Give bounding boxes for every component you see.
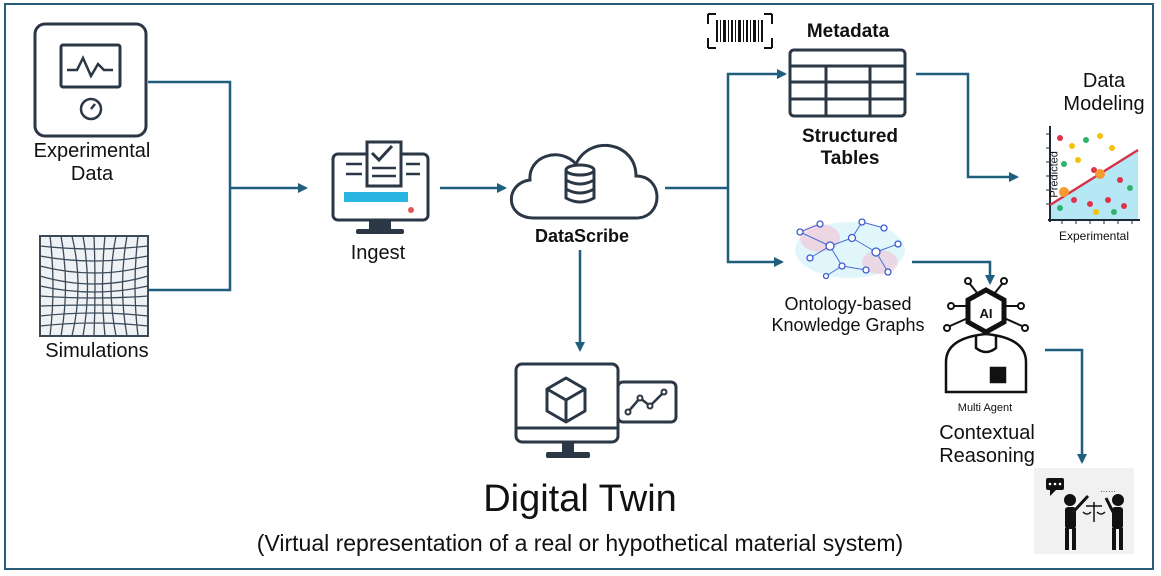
reasoning-figures-icon: …… [1034, 468, 1134, 554]
knowledge-graphs-label: Ontology-based Knowledge Graphs [771, 294, 925, 335]
arrow-to-ai-agent [912, 260, 995, 285]
digital-twin-monitor-icon [514, 362, 678, 458]
arrow-to-reasoning-figures [1045, 348, 1087, 464]
experimental-data-label: Experimental Data [20, 140, 164, 186]
data-modeling-label: Data Modeling [1063, 70, 1145, 115]
ingest-label: Ingest [350, 242, 406, 264]
datascribe-cloud-icon [509, 144, 659, 220]
arrow-to-knowledge-graph [726, 188, 784, 267]
plot-xlabel: Experimental [1058, 229, 1130, 243]
simulation-mesh-icon [39, 235, 149, 337]
ingest-monitor-icon [331, 140, 430, 234]
structured-tables-label: Structured Tables [801, 126, 899, 169]
simulations-label: Simulations [45, 340, 149, 362]
connectors [148, 69, 1087, 464]
metadata-label: Metadata [806, 21, 890, 42]
arrow-to-data-modeling [916, 72, 1019, 182]
arrow-to-metadata [665, 69, 787, 190]
merge-bracket [148, 80, 232, 292]
knowledge-graph-network [795, 218, 905, 280]
digital-twin-title: Digital Twin [483, 478, 677, 520]
experimental-data-text: Experimental Data [33, 140, 151, 185]
barcode-icon [707, 13, 773, 49]
ai-agent-icon: AI [943, 277, 1029, 394]
datascribe-label: DataScribe [534, 226, 630, 246]
multi-agent-label: Multi Agent [957, 402, 1013, 414]
digital-twin-subtitle: (Virtual representation of a real or hyp… [256, 530, 904, 556]
plot-ylabel: Predicted [1048, 151, 1061, 198]
contextual-reasoning-label: Contextual Reasoning [939, 422, 1035, 467]
diagram-frame [4, 3, 1154, 570]
experimental-device-icon [33, 22, 148, 138]
svg-text:……: …… [1100, 485, 1116, 494]
data-modeling-plot [1046, 126, 1140, 224]
structured-table-icon [788, 48, 907, 118]
ai-badge-text: AI [980, 306, 993, 321]
